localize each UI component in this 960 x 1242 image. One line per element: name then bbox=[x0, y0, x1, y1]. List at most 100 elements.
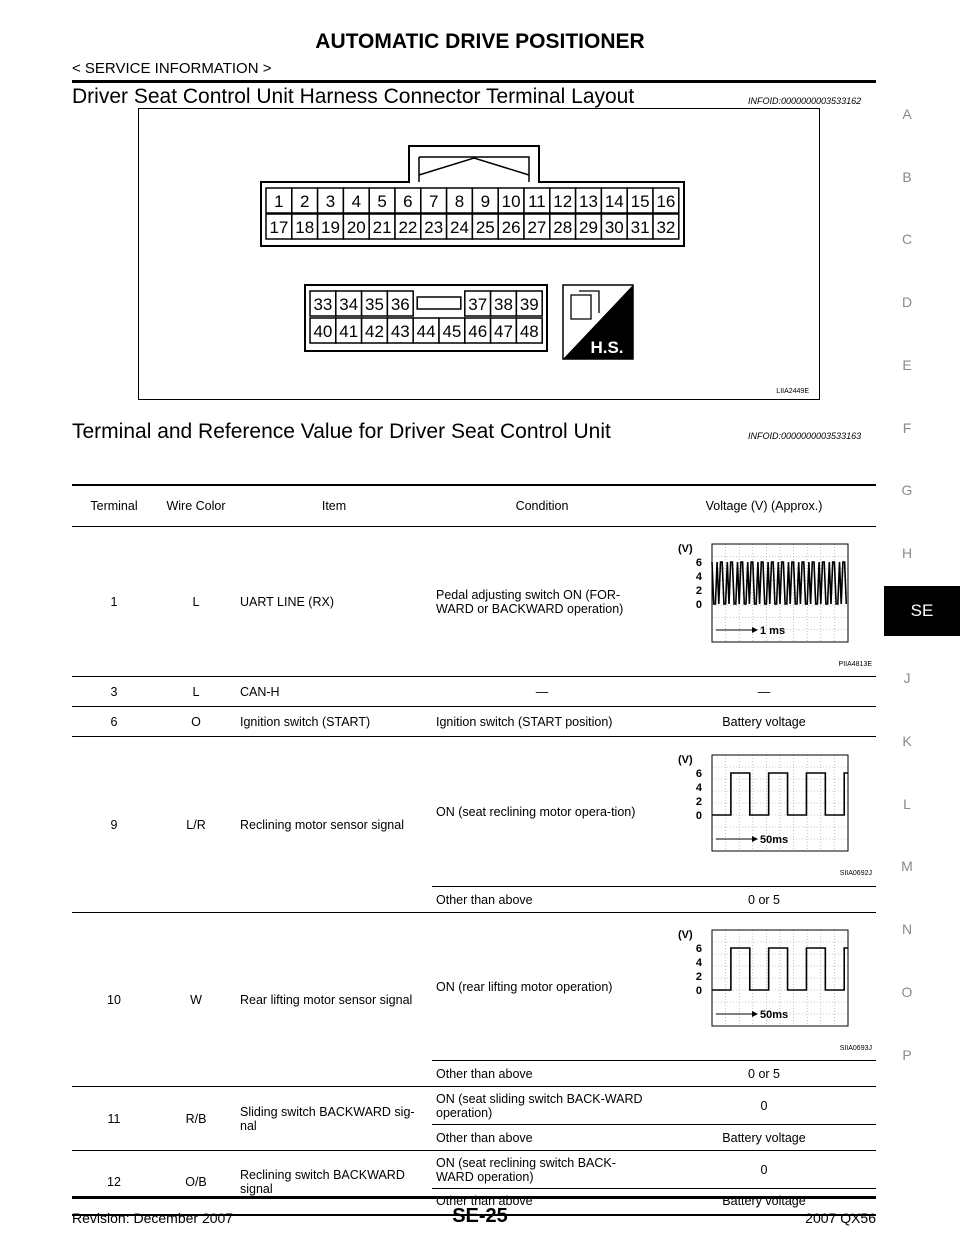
cell-voltage: 0 or 5 bbox=[748, 1066, 780, 1081]
terminal-number: 48 bbox=[520, 322, 539, 341]
section2-infoid: INFOID:0000000003533163 bbox=[748, 431, 862, 441]
cell-voltage: 0 or 5 bbox=[748, 892, 780, 907]
terminal-number: 19 bbox=[321, 218, 340, 237]
terminal-number: 41 bbox=[339, 322, 358, 341]
waveform-code: SIIA0692J bbox=[839, 869, 872, 877]
cell-item: Ignition switch (START) bbox=[240, 714, 371, 729]
harness-side-fill bbox=[563, 285, 633, 359]
terminal-cavity bbox=[309, 290, 337, 317]
side-index-d[interactable]: D bbox=[901, 294, 913, 311]
terminal-number: 25 bbox=[476, 218, 495, 237]
breadcrumb: < SERVICE INFORMATION > bbox=[72, 60, 272, 77]
scope-tick: 4 bbox=[696, 957, 703, 969]
table-row: Other than above 0 or 5 bbox=[72, 887, 876, 913]
terminal-number: 38 bbox=[494, 295, 513, 314]
cell-item: UART LINE (RX) bbox=[240, 594, 335, 609]
terminal-number: 3 bbox=[326, 192, 335, 211]
cell-condition: Other than above bbox=[436, 1130, 533, 1145]
col-condition: Condition bbox=[432, 484, 652, 527]
terminal-cavity bbox=[412, 317, 440, 344]
terminal-cavity bbox=[335, 317, 363, 344]
scope-tick: 6 bbox=[696, 768, 702, 780]
side-index-b[interactable]: B bbox=[902, 168, 912, 185]
side-index-f[interactable]: F bbox=[902, 419, 912, 436]
cell-item: Sliding switch BACKWARD sig-nal bbox=[240, 1104, 415, 1133]
terminal-number: 7 bbox=[429, 192, 438, 211]
side-index-l[interactable]: L bbox=[903, 795, 911, 812]
terminal-number: 16 bbox=[656, 192, 675, 211]
scope-tick: 0 bbox=[696, 985, 702, 997]
terminal-number: 42 bbox=[365, 322, 384, 341]
terminal-cavity bbox=[523, 187, 551, 214]
side-index-a[interactable]: A bbox=[902, 106, 912, 122]
table-row: 9 L/R Reclining motor sensor signal ON (… bbox=[72, 737, 876, 887]
cell-wire: O bbox=[191, 714, 201, 729]
terminal-number: 23 bbox=[424, 218, 443, 237]
scope-frame bbox=[711, 929, 849, 1026]
terminal-number: 17 bbox=[269, 218, 288, 237]
terminal-number: 1 bbox=[274, 192, 283, 211]
cell-voltage: Battery voltage bbox=[722, 1130, 806, 1145]
side-index-o[interactable]: O bbox=[901, 983, 913, 1000]
terminal-number: 22 bbox=[398, 218, 417, 237]
table-row: 3 L CAN-H — — bbox=[72, 677, 876, 707]
waveform-trace bbox=[712, 771, 848, 816]
time-scale-label: 50ms bbox=[760, 1009, 788, 1021]
terminal-number: 44 bbox=[417, 322, 436, 341]
terminal-cavity bbox=[386, 317, 414, 344]
table-row: 12 O/B Reclining switch BACKWARD signal … bbox=[72, 1151, 876, 1196]
cell-voltage: Battery voltage bbox=[722, 714, 806, 729]
cell-condition: ON (seat sliding switch BACK-WARD operat… bbox=[436, 1091, 643, 1120]
figure-code: LIIA2449E bbox=[776, 388, 809, 395]
header-rule bbox=[72, 80, 876, 83]
scope-tick: 2 bbox=[696, 585, 702, 597]
scope-tick: 0 bbox=[696, 810, 702, 822]
side-index-p[interactable]: P bbox=[902, 1046, 912, 1063]
scope-frame bbox=[711, 543, 849, 642]
terminal-number: 43 bbox=[391, 322, 410, 341]
cell-wire: L/R bbox=[186, 817, 206, 832]
side-index-h[interactable]: H bbox=[901, 544, 913, 561]
side-index-j[interactable]: J bbox=[903, 670, 911, 687]
cell-wire: L bbox=[192, 594, 200, 609]
connector-top-housing bbox=[260, 145, 685, 247]
side-index-e[interactable]: E bbox=[902, 356, 912, 373]
scope-tick: 6 bbox=[696, 943, 702, 955]
connector-icon bbox=[570, 290, 600, 320]
terminal-reference-table: Terminal Wire Color Item Condition Volta… bbox=[72, 484, 876, 1216]
cell-terminal: 12 bbox=[107, 1175, 121, 1190]
footer-page-number: SE-25 bbox=[452, 1205, 508, 1227]
terminal-number: 29 bbox=[579, 218, 598, 237]
cell-condition: Other than above bbox=[436, 892, 533, 907]
side-index-tab-active[interactable]: SE bbox=[884, 586, 960, 636]
terminal-number: 32 bbox=[656, 218, 675, 237]
side-index-g[interactable]: G bbox=[901, 482, 913, 499]
table-row: 6 O Ignition switch (START) Ignition swi… bbox=[72, 707, 876, 737]
scope-unit: (V) bbox=[678, 543, 693, 555]
terminal-cavity bbox=[265, 213, 293, 240]
scope-tick: 0 bbox=[696, 599, 702, 611]
scope-unit: (V) bbox=[678, 754, 693, 766]
terminal-cavity bbox=[316, 213, 345, 240]
side-index-c[interactable]: C bbox=[901, 231, 913, 248]
terminal-cavity bbox=[515, 317, 543, 344]
side-index-n[interactable]: N bbox=[901, 921, 913, 938]
cell-condition: — bbox=[535, 684, 549, 699]
side-index-k[interactable]: K bbox=[902, 733, 912, 749]
terminal-cavity bbox=[386, 290, 414, 317]
side-index-m[interactable]: M bbox=[901, 858, 913, 875]
terminal-number: 47 bbox=[494, 322, 513, 341]
harness-side-label: H.S. bbox=[590, 338, 623, 357]
page-title: AUTOMATIC DRIVE POSITIONER bbox=[315, 30, 645, 53]
cell-item: Reclining switch BACKWARD signal bbox=[240, 1168, 405, 1197]
connector-bottom-housing bbox=[304, 284, 548, 352]
terminal-number: 8 bbox=[455, 192, 464, 211]
terminal-number: 27 bbox=[527, 218, 546, 237]
scope-tick: 4 bbox=[696, 571, 703, 583]
terminal-cavity bbox=[574, 213, 603, 240]
section1-infoid: INFOID:0000000003533162 bbox=[748, 96, 862, 106]
terminal-number: 35 bbox=[365, 295, 384, 314]
cell-terminal: 6 bbox=[110, 714, 118, 729]
